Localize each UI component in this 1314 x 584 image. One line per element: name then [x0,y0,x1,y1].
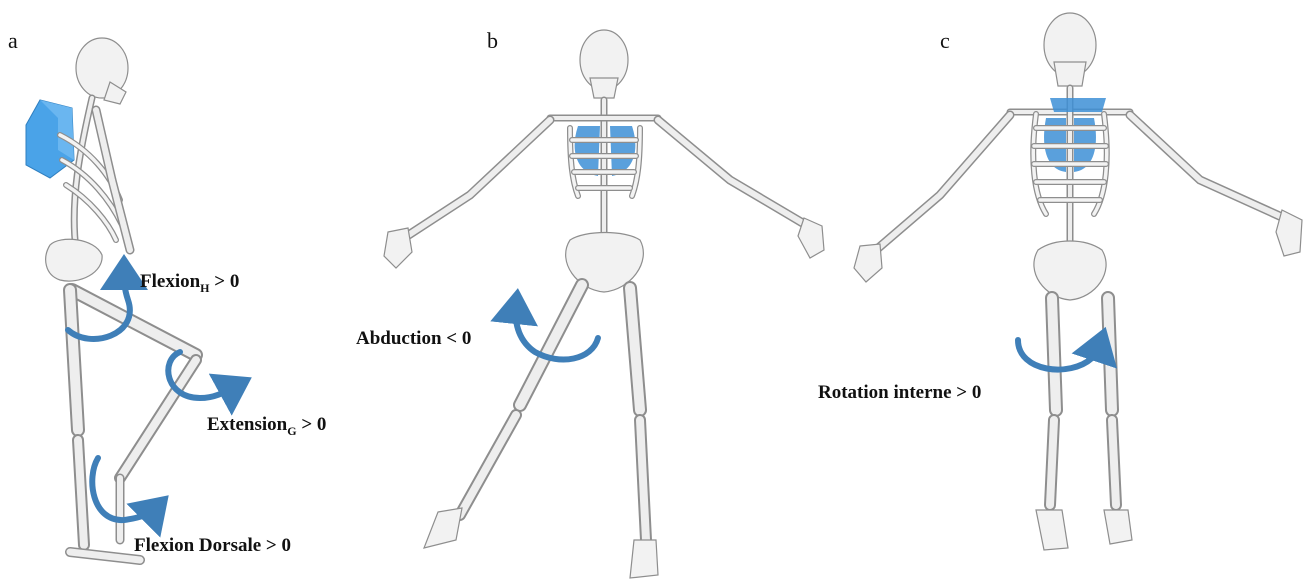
panel-b-letter: b [487,28,498,53]
annotation-abduction: Abduction < 0 [356,328,471,349]
panel-c-letter: c [940,28,950,53]
annotation-flexion-h: FlexionH > 0 [140,271,239,295]
panel-b: b [356,28,824,578]
skeleton-front-view-b [384,30,824,578]
annotation-rotation-interne: Rotation interne > 0 [818,382,981,403]
panel-c: c [818,13,1302,550]
lungs [1044,98,1106,172]
panel-a-letter: a [8,28,18,53]
pelvis [1034,241,1106,300]
pelvis [46,239,102,281]
skeleton-front-view-c [854,13,1302,550]
extension-knee-arrow [168,352,236,398]
panel-a: a [8,28,326,560]
annotation-extension-g: ExtensionG > 0 [207,414,326,438]
skeleton-side-view [26,38,196,560]
annotation-flexion-dorsale: Flexion Dorsale > 0 [134,535,291,556]
